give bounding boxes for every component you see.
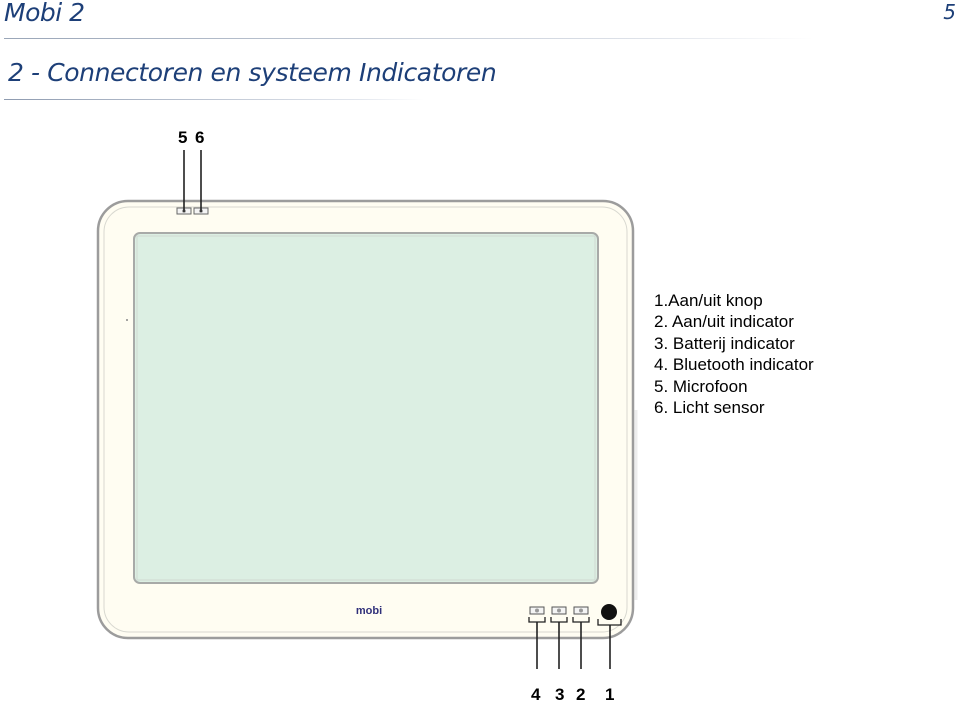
callout-label-2: 2 xyxy=(576,685,586,704)
side-dot xyxy=(126,319,128,321)
document-title: Mobi 2 xyxy=(4,0,85,27)
legend-item: 1.Aan/uit knop xyxy=(654,291,763,310)
device-screen xyxy=(133,232,599,584)
legend-item: 3. Batterij indicator xyxy=(654,333,795,353)
callout-label-6: 6 xyxy=(195,128,205,147)
bluetooth-indicator xyxy=(529,606,545,615)
power-button xyxy=(601,604,617,620)
section-title: 2 - Connectoren en systeem Indicatoren xyxy=(8,58,497,87)
page-number: 5 xyxy=(943,0,956,24)
callout-label-1: 1 xyxy=(605,685,615,704)
device-screen-bevel xyxy=(136,235,596,581)
legend-item: 5. Microfoon xyxy=(654,376,748,396)
legend-item: 6. Licht sensor xyxy=(654,398,765,418)
device-logo: mobi xyxy=(356,605,382,617)
callout-label-5: 5 xyxy=(178,128,188,147)
callout-label-4: 4 xyxy=(531,685,541,704)
legend-item: 4. Bluetooth indicator xyxy=(654,355,814,375)
device-body-inner-edge xyxy=(103,206,628,633)
legend-item: 2. Aan/uit indicator xyxy=(654,312,794,332)
battery-indicator xyxy=(551,606,567,615)
power-indicator xyxy=(573,606,589,615)
indicator-legend: 1.Aan/uit knop 2. Aan/uit indicator 3. B… xyxy=(654,290,814,418)
callout-label-3: 3 xyxy=(555,685,565,704)
section-divider xyxy=(4,99,424,100)
header-divider xyxy=(4,38,814,39)
